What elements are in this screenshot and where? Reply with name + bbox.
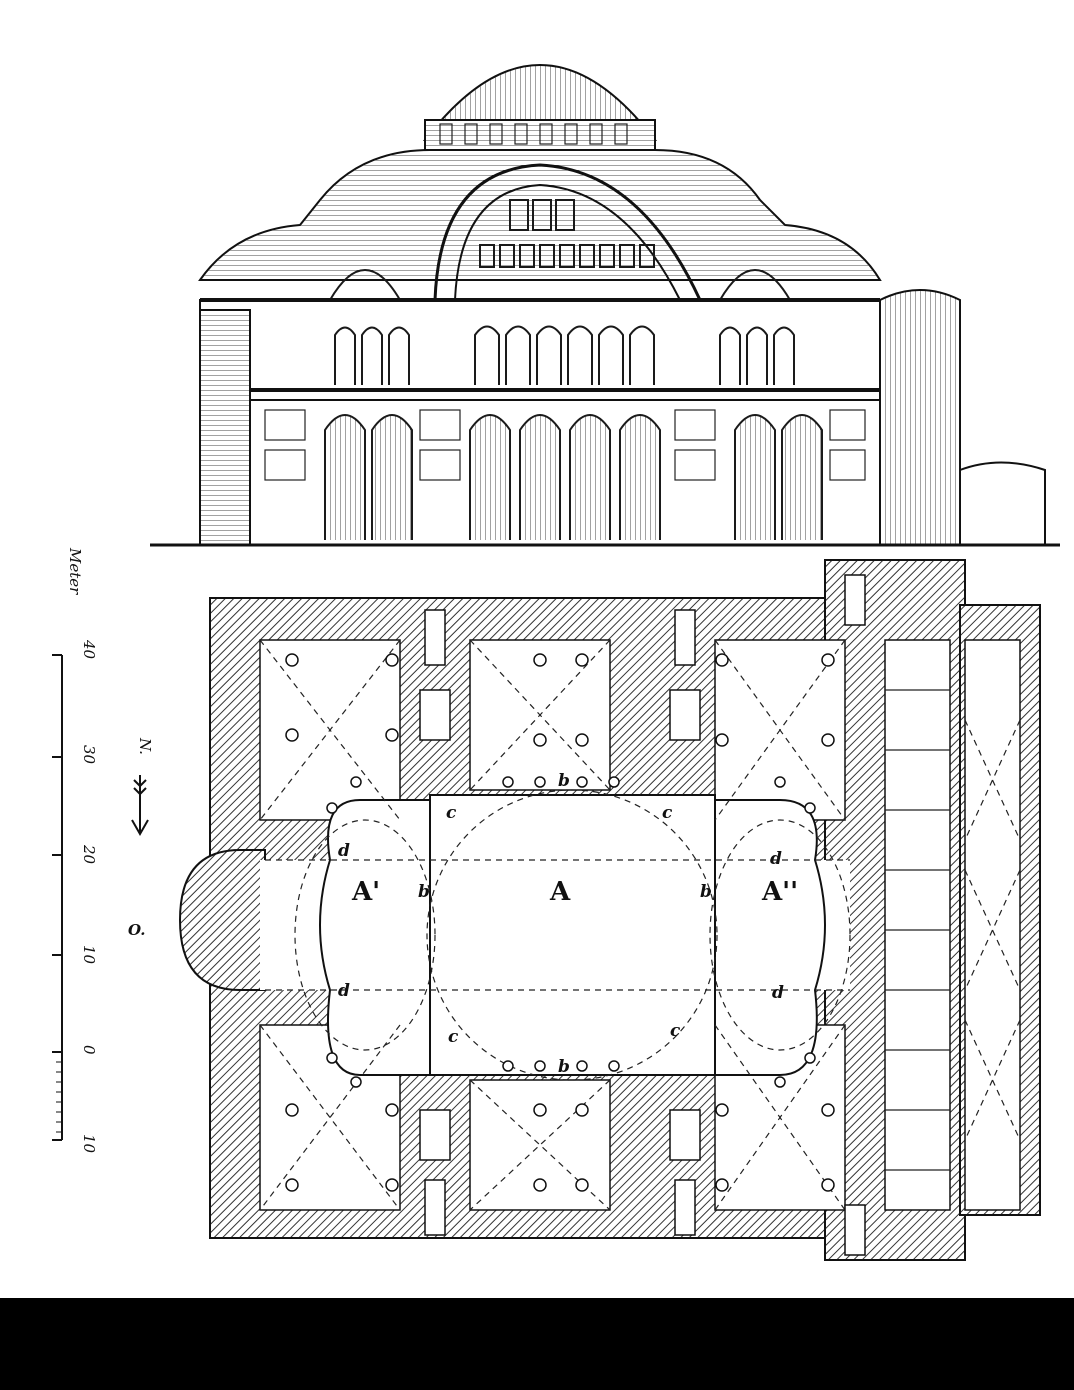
- label-c-bottom-left: c: [448, 1027, 459, 1047]
- label-a-prime: A': [351, 877, 380, 907]
- scale-tick-10-neg: 10: [80, 1134, 98, 1154]
- scale-tick-20: 20: [80, 844, 98, 865]
- label-c-bottom-right: c: [670, 1021, 681, 1041]
- scale-tick-30: 30: [80, 745, 98, 765]
- label-d-bottom-left: d: [338, 981, 350, 1001]
- north-arrow-icon: [131, 775, 149, 837]
- label-c-top-right: c: [662, 803, 673, 823]
- label-d-top-right: d: [770, 849, 782, 869]
- scale-bar: [52, 654, 63, 1141]
- scale-tick-0: 0: [80, 1045, 98, 1055]
- label-b-bottom: b: [558, 1057, 570, 1077]
- label-b-right: b: [700, 882, 712, 902]
- section-elevation: [150, 64, 1060, 547]
- hagia-sophia-diagram: A A' A'' b b b b c c c c d d d d Meter 4…: [52, 64, 1060, 1261]
- label-d-bottom-right: d: [772, 983, 784, 1003]
- origin-label: O.: [128, 921, 145, 939]
- label-c-top-left: c: [446, 803, 457, 823]
- scale-tick-40: 40: [80, 639, 98, 660]
- scale-tick-10: 10: [80, 945, 98, 965]
- label-b-top: b: [558, 771, 570, 791]
- label-a: A: [549, 877, 571, 907]
- label-d-top-left: d: [338, 841, 350, 861]
- footer-bar: [0, 1298, 1074, 1390]
- north-label: N.: [136, 737, 154, 755]
- label-a-double-prime: A'': [761, 877, 798, 907]
- scale-unit-label: Meter: [66, 547, 84, 595]
- floor-plan: [178, 559, 1041, 1261]
- label-b-left: b: [418, 882, 430, 902]
